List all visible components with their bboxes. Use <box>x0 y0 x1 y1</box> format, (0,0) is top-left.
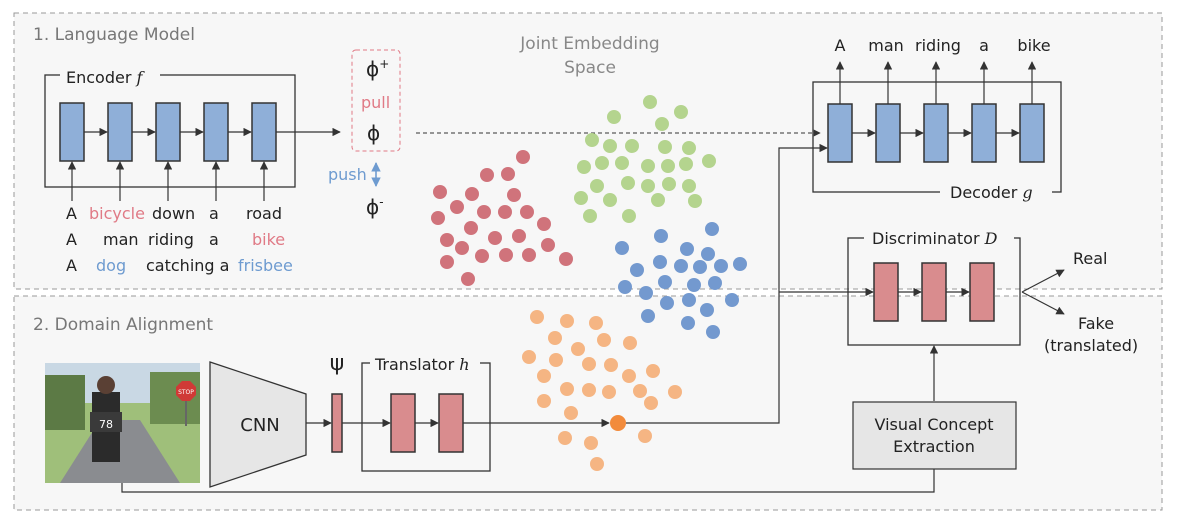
cluster-green <box>574 95 716 223</box>
section-title-domain-alignment: 2. Domain Alignment <box>33 315 213 335</box>
translator-label: Translator h <box>374 355 470 374</box>
sentence-word: dog <box>96 256 126 275</box>
decoder-cell <box>875 103 901 163</box>
psi-symbol: ψ <box>330 351 345 376</box>
visual-concept-line2: Extraction <box>893 437 975 456</box>
phi-pull-box <box>351 49 401 152</box>
sentence-word: frisbee <box>238 256 293 275</box>
discriminator-cell <box>921 262 947 322</box>
sentence-word: A <box>66 256 77 275</box>
discriminator-cell <box>969 262 995 322</box>
push-label: push <box>328 165 367 184</box>
encoder-cell <box>203 102 229 162</box>
decoder-output-words: A man riding a bike <box>835 36 1051 55</box>
sentence-word: man <box>103 230 139 249</box>
photo-stop-sign: STOP <box>178 389 194 396</box>
encoder-cell <box>107 102 133 162</box>
encoder-label: Encoder f <box>66 68 146 87</box>
discriminator-cells <box>873 262 995 322</box>
phi-plus: ϕ+ <box>366 57 389 81</box>
embedding-title-line2: Space <box>564 58 616 78</box>
sentence-word: road <box>246 204 282 223</box>
sentence-word: down <box>152 204 195 223</box>
visual-concept-line1: Visual Concept <box>874 415 993 434</box>
encoder-cell <box>251 102 277 162</box>
decoder-cell <box>827 103 853 163</box>
sentence-word: bike <box>252 230 285 249</box>
decoder-cell <box>971 103 997 163</box>
encoder-cell <box>59 102 85 162</box>
sentence-word: a <box>209 230 219 249</box>
output-fake: Fake <box>1078 314 1114 333</box>
decoder-box <box>812 81 1062 193</box>
pull-label: pull <box>361 93 390 112</box>
sentence-word: bicycle <box>89 204 145 223</box>
sentence-word: catching a <box>146 256 229 275</box>
sentence-word: a <box>209 204 219 223</box>
phi-anchor: ϕ <box>367 121 380 145</box>
output-word: a <box>979 36 989 55</box>
cluster-blue <box>615 222 747 339</box>
input-photo: 78 STOP <box>45 363 200 483</box>
cnn-block <box>209 361 307 488</box>
output-real: Real <box>1073 249 1108 268</box>
discriminator-cell <box>873 262 899 322</box>
input-sentences: A bicycle down a road A man riding a bik… <box>66 204 293 275</box>
phi-minus: ϕ- <box>366 195 384 219</box>
psi-feature <box>331 393 343 453</box>
cluster-red <box>431 150 573 286</box>
output-word: man <box>868 36 904 55</box>
translator-cell <box>438 393 464 453</box>
decoder-cell <box>1019 103 1045 163</box>
output-fake-note: (translated) <box>1044 336 1138 355</box>
encoder-cells <box>59 102 277 162</box>
section-title-language-model: 1. Language Model <box>33 25 195 45</box>
encoder-box <box>44 74 296 188</box>
sentence-word: riding <box>148 230 194 249</box>
output-word: riding <box>915 36 961 55</box>
translator-cell <box>390 393 416 453</box>
decoder-label: Decoder g <box>950 183 1033 202</box>
visual-concept-box <box>852 401 1017 470</box>
encoder-cell <box>155 102 181 162</box>
cluster-orange <box>522 310 682 471</box>
sentence-word: A <box>66 204 77 223</box>
cnn-label: CNN <box>240 415 280 436</box>
output-word: bike <box>1017 36 1050 55</box>
photo-number: 78 <box>99 418 113 431</box>
discriminator-label: Discriminator D <box>872 229 998 248</box>
sentence-word: A <box>66 230 77 249</box>
translated-embedding-point <box>610 415 626 431</box>
decoder-cell <box>923 103 949 163</box>
output-word: A <box>835 36 846 55</box>
embedding-title-line1: Joint Embedding <box>519 34 659 54</box>
